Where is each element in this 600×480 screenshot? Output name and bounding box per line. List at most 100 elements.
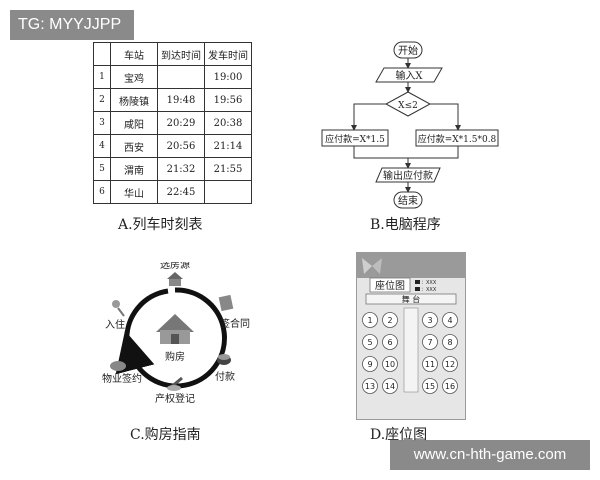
train-timetable: 车站 到达时间 发车时间 1 宝鸡 19:00 2 杨陵镇 19:48 19:5…	[93, 42, 252, 204]
table-cell: 4	[93, 134, 111, 158]
seat-number: 13	[365, 382, 375, 391]
table-header: 发车时间	[204, 42, 252, 66]
table-cell: 22:45	[157, 180, 205, 204]
house-icon	[156, 314, 194, 344]
seat-number: 15	[425, 382, 435, 391]
cycle-step-label: 入住	[105, 318, 125, 331]
cycle-center-label: 购房	[165, 350, 185, 363]
seat-number: 11	[425, 360, 435, 369]
key-icon	[112, 300, 125, 317]
cycle-step-label: 选房源	[160, 262, 190, 271]
seat	[362, 378, 378, 394]
purchase-cycle-diagram: 购房 选房源 签合同 付款 产权登记 物业签约 入住	[102, 262, 250, 405]
cycle-step-label: 付款	[215, 370, 235, 383]
seat	[442, 356, 458, 372]
flow-input-shape	[375, 67, 443, 83]
seat-number: 2	[387, 316, 392, 325]
table-row: 3 咸阳 20:29 20:38	[93, 111, 252, 135]
table-cell: 19:56	[204, 88, 252, 112]
seating-header-strip	[356, 252, 466, 278]
seat	[442, 312, 458, 328]
table-cell: 21:32	[157, 157, 205, 181]
seat-number: 7	[427, 338, 432, 347]
table-header: 车站	[110, 42, 158, 66]
flow-end-text: 结束	[398, 194, 418, 207]
table-cell: 咸阳	[110, 111, 158, 135]
table-cell: 20:29	[157, 111, 205, 135]
seat	[422, 334, 438, 350]
cycle-step-label: 产权登记	[155, 392, 195, 405]
caption-a: A.列车时刻表	[118, 217, 203, 233]
cycle-step-label: 物业签约	[102, 372, 142, 385]
flow-input-text: 输入X	[395, 69, 423, 82]
table-cell: 2	[93, 88, 111, 112]
seat-number: 12	[445, 360, 455, 369]
seat	[422, 378, 438, 394]
table-cell: 20:56	[157, 134, 205, 158]
pen-icon	[167, 376, 183, 391]
house-icon	[167, 272, 183, 286]
table-cell: 21:55	[204, 157, 252, 181]
seat	[422, 356, 438, 372]
flow-left-process-text: 应付款=X*1.5	[325, 133, 385, 145]
caption-b: B.电脑程序	[370, 217, 441, 233]
seat-number: 5	[367, 338, 372, 347]
seat	[362, 356, 378, 372]
seat	[382, 356, 398, 372]
table-cell	[204, 180, 252, 204]
table-cell: 渭南	[110, 157, 158, 181]
flow-right-process-text: 应付款=X*1.5*0.8	[418, 133, 497, 145]
table-cell: 5	[93, 157, 111, 181]
seat	[442, 378, 458, 394]
seat	[382, 334, 398, 350]
table-cell: 1	[93, 65, 111, 89]
caption-d: D.座位图	[370, 427, 428, 443]
table-row: 2 杨陵镇 19:48 19:56	[93, 88, 252, 112]
seat	[382, 312, 398, 328]
table-row: 1 宝鸡 19:00	[93, 65, 252, 89]
flowchart: 开始 输入X X≤2 应付款=X*1.5 应付款=X*1.5*0.8 输出应付款…	[321, 41, 499, 209]
table-row: 6 华山 22:45	[93, 180, 252, 204]
table-cell: 19:00	[204, 65, 252, 89]
table-cell: 20:38	[204, 111, 252, 135]
table-cell	[157, 65, 205, 89]
center-aisle	[403, 307, 419, 393]
table-header-row: 车站 到达时间 发车时间	[93, 42, 252, 66]
flow-process-right	[415, 129, 499, 147]
table-header	[93, 42, 111, 66]
legend-text: ：XXX	[421, 287, 437, 293]
seat-number: 16	[445, 382, 455, 391]
ribbon-icon	[362, 258, 382, 274]
watermark-label-top: TG: MYYJJPP	[10, 10, 134, 40]
table-cell: 华山	[110, 180, 158, 204]
seat-number: 9	[367, 360, 372, 369]
seat	[442, 334, 458, 350]
cycle-step-label: 签合同	[220, 317, 250, 330]
table-cell: 21:14	[204, 134, 252, 158]
seat-number: 3	[427, 316, 432, 325]
seat	[362, 312, 378, 328]
table-cell: 19:48	[157, 88, 205, 112]
seat-number: 10	[385, 360, 395, 369]
flow-output-shape	[375, 167, 441, 183]
watermark-label-bottom: www.cn-hth-game.com	[390, 440, 590, 470]
seating-title-box	[369, 277, 411, 293]
cycle-arrow-segment	[124, 288, 169, 343]
legend-swatch	[415, 280, 420, 284]
flow-process-left	[321, 129, 389, 147]
caption-c: C.购房指南	[130, 427, 201, 443]
table-cell: 6	[93, 180, 111, 204]
table-header: 到达时间	[157, 42, 205, 66]
handshake-icon	[110, 361, 126, 371]
seating-title: 座位图	[375, 279, 405, 292]
flow-end-shape	[393, 191, 423, 209]
legend-swatch	[415, 287, 420, 291]
table-cell: 西安	[110, 134, 158, 158]
seat	[382, 378, 398, 394]
cycle-arrow	[115, 287, 227, 389]
table-row: 5 渭南 21:32 21:55	[93, 157, 252, 181]
table-cell: 杨陵镇	[110, 88, 158, 112]
table-row: 4 西安 20:56 21:14	[93, 134, 252, 158]
seat-number: 8	[447, 338, 452, 347]
